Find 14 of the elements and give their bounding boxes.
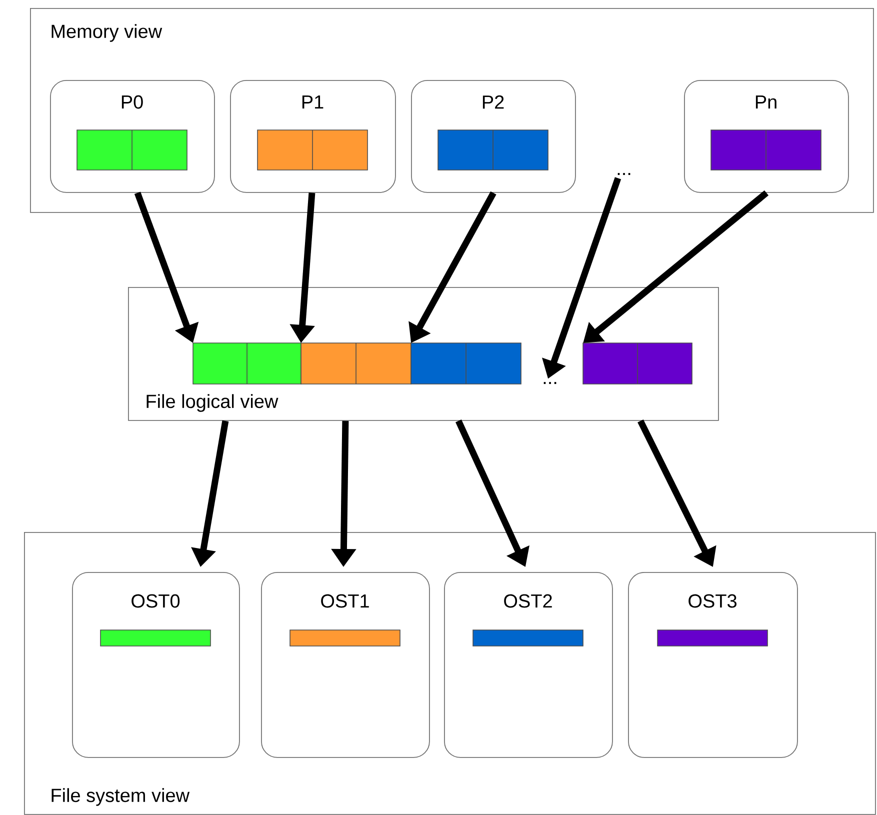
process-box: P0 <box>50 80 215 193</box>
storage-target-box: OST0 <box>72 572 240 758</box>
data-block <box>582 342 692 384</box>
process-box: Pn <box>684 80 849 193</box>
storage-target-box: OST1 <box>261 572 430 758</box>
storage-target-box: OST2 <box>444 572 613 758</box>
process-box: P1 <box>230 80 396 193</box>
data-block <box>410 342 522 384</box>
data-block <box>300 342 412 384</box>
ellipsis-text: ... <box>544 382 556 384</box>
storage-target-box: OST3 <box>628 572 798 758</box>
data-block <box>192 342 302 384</box>
ellipsis-text: ... <box>618 172 630 175</box>
process-box: P2 <box>411 80 576 193</box>
